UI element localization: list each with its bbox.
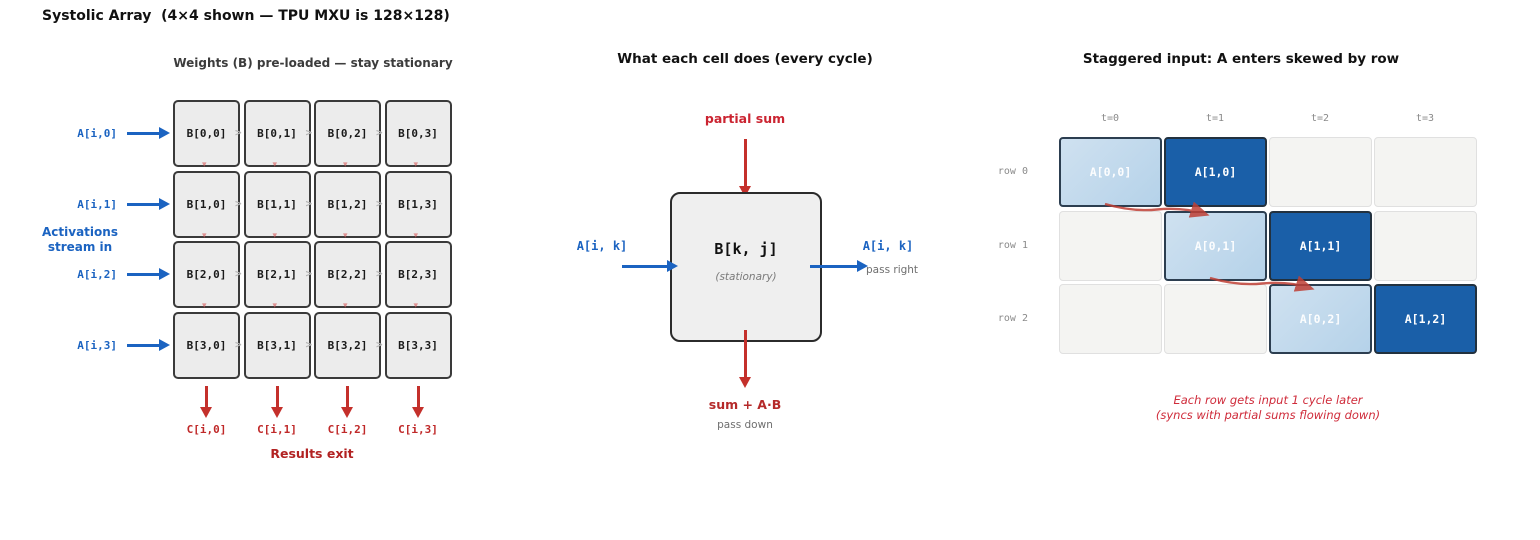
time-header-t0: t=0 [1100,113,1120,124]
weight-cell: B[0,1] [243,100,311,167]
flow-down-icon: ▾ [202,301,207,311]
weight-cell: B[2,3] [384,241,452,308]
input-arrow-icon [127,127,170,139]
staggered-grid: A[0,0] A[1,0] A[0,1] A[1,1] A[0,2] A[1,2… [1059,137,1477,354]
page-title: Systolic Array (4×4 shown — TPU MXU is 1… [42,8,450,24]
input-arrow-icon [127,338,170,351]
flow-right-icon: > [235,337,242,351]
a-in-arrow-icon [622,260,678,272]
staggered-cell [1374,210,1477,281]
output-label-col3: C[i,3] [398,423,438,436]
flow-down-icon: ▾ [272,301,278,311]
flow-down-icon: ▾ [413,230,419,241]
flow-right-icon: > [376,126,383,139]
weight-cell: B[3,0] [173,311,240,379]
output-label-col0: C[i,0] [186,423,227,436]
activations-stream-label: Activations stream in [42,225,118,254]
weight-cell: B[1,3] [384,170,452,238]
time-header-t1: t=1 [1205,113,1225,124]
pass-down-label: pass down [717,419,773,431]
input-label-row1: A[i,1] [77,197,117,211]
staggered-cell [1164,284,1267,354]
time-header-t2: t=2 [1310,113,1330,124]
staggered-cell: A[1,2] [1374,284,1477,354]
staggered-note: Each row gets input 1 cycle later (syncs… [1155,393,1381,422]
weight-cell: B[0,2] [314,100,381,167]
row-label-2: row 2 [997,313,1028,324]
flow-right-icon: > [376,267,383,280]
weight-cell: B[2,0] [173,241,240,308]
flow-right-icon: > [305,337,313,351]
a-in-label: A[i, k] [576,239,628,253]
partial-sum-label: partial sum [704,111,786,126]
flow-down-icon: ▾ [413,301,419,311]
pe-cell-label: B[k, j] [714,240,778,258]
pe-cell-box [670,192,822,342]
output-arrow-icon [270,386,283,418]
output-arrow-icon [411,386,424,418]
cell-panel-title: What each cell does (every cycle) [617,51,873,67]
staggered-cell: A[0,1] [1164,210,1267,281]
flow-right-icon: > [305,267,313,280]
weights-grid: B[0,0] B[0,1] B[0,2] B[0,3] B[1,0] B[1,1… [173,100,452,379]
row-label-1: row 1 [997,239,1028,251]
flow-right-icon: > [376,337,383,351]
pass-right-label: pass right [866,264,919,276]
partial-sum-arrow-icon [738,139,751,197]
output-arrow-icon [341,386,353,418]
weight-cell: B[2,1] [243,241,311,308]
a-out-label: A[i, k] [862,239,914,253]
staggered-cell [1374,137,1477,207]
output-label-col1: C[i,1] [257,423,297,436]
staggered-cell: A[1,0] [1164,137,1267,207]
weight-cell: B[1,0] [173,170,240,238]
staggered-cell [1059,284,1162,354]
staggered-cell [1059,210,1162,281]
flow-down-icon: ▾ [343,160,348,170]
flow-down-icon: ▾ [272,160,278,170]
flow-down-icon: ▾ [413,160,419,170]
weight-cell: B[0,0] [173,100,240,167]
a-out-arrow-icon [810,260,868,272]
flow-right-icon: > [305,126,313,139]
flow-right-icon: > [305,196,313,210]
weight-cell: B[0,3] [384,100,452,167]
weights-panel-subtitle: Weights (B) pre-loaded — stay stationary [173,56,453,70]
flow-right-icon: > [235,267,242,280]
weight-cell: B[2,2] [314,241,381,308]
input-arrow-icon [127,268,170,280]
weight-cell: B[3,2] [314,311,381,379]
flow-down-icon: ▾ [202,160,207,170]
weight-cell: B[1,2] [314,170,381,238]
input-arrow-icon [127,197,170,210]
stationary-label: (stationary) [715,271,777,283]
flow-right-icon: > [376,196,383,210]
flow-down-icon: ▾ [343,301,348,311]
staggered-cell [1269,137,1372,207]
weight-cell: B[1,1] [243,170,311,238]
input-label-row2: A[i,2] [77,268,117,281]
time-header-t3: t=3 [1415,113,1435,124]
staggered-panel-title: Staggered input: A enters skewed by row [1082,51,1400,67]
flow-down-icon: ▾ [272,230,278,241]
staggered-cell: A[1,1] [1269,210,1372,281]
output-label-col2: C[i,2] [327,423,368,436]
weight-cell: B[3,1] [243,311,311,379]
flow-right-icon: > [235,126,242,139]
weight-cell: B[3,3] [384,311,452,379]
sum-out-label: sum + A·B [708,397,782,412]
input-label-row3: A[i,3] [77,338,117,352]
staggered-cell: A[0,2] [1269,284,1372,354]
flow-down-icon: ▾ [202,230,207,241]
sum-out-arrow-icon [738,330,751,388]
flow-right-icon: > [235,196,242,210]
output-arrow-icon [200,386,212,418]
row-label-0: row 0 [997,166,1028,177]
results-exit-label: Results exit [270,446,354,461]
staggered-cell: A[0,0] [1059,137,1162,207]
input-label-row0: A[i,0] [77,127,117,140]
flow-down-icon: ▾ [343,230,348,241]
